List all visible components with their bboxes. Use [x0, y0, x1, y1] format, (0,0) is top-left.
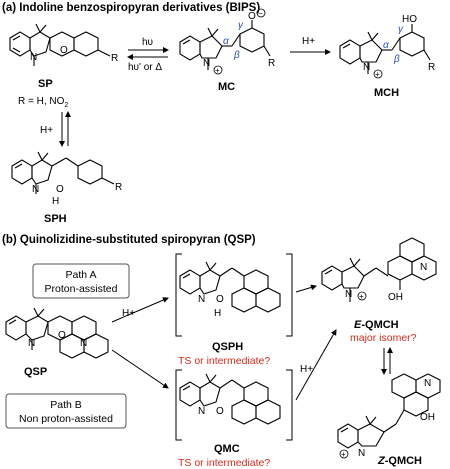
sph-atom-n: N [32, 184, 39, 195]
e-qmch-structure [321, 237, 437, 302]
mch-alpha: α [383, 40, 389, 51]
mch-atom-n: N [363, 62, 370, 73]
sp-label: SP [38, 78, 53, 90]
mc-structure [179, 20, 271, 70]
mc-alpha: α [223, 36, 229, 47]
mc-atom-n: N [203, 58, 210, 69]
qsph-atom-h: H [214, 308, 221, 319]
section-b-title: (b) Quinolizidine-substituted spiropyran… [2, 234, 256, 246]
mc-n-charge: + [215, 66, 220, 75]
z-qmch-atom-n-indoline: N [358, 448, 365, 459]
sp-atom-n: N [30, 52, 37, 63]
path-b-line2: Non proton-assisted [19, 413, 113, 425]
e-qmch-n-charge: + [359, 292, 364, 301]
z-qmch-atom-oh: OH [420, 412, 435, 423]
h-plus-sp-sph: H+ [40, 125, 53, 136]
e-qmch-major-note: major isomer? [350, 332, 417, 344]
path-b-box [5, 393, 127, 429]
qmc-bracket-right [286, 369, 293, 441]
qsph-atom-n: N [198, 294, 205, 305]
arrow-qsph-to-eqmch [295, 284, 317, 293]
h-plus-qmc-eqmch: H+ [300, 364, 313, 375]
qsph-label: QSPH [212, 341, 243, 353]
arrow-qsp-to-qsph [111, 297, 169, 323]
sp-structure [9, 23, 111, 66]
mc-atom-o-minus: O [248, 11, 256, 22]
arrow-qmc-to-eqmch [295, 329, 337, 401]
e-qmch-atom-oh: OH [388, 292, 403, 303]
r-definition: R = H, NO2 [18, 96, 68, 109]
sph-atom-h: H [52, 196, 59, 207]
e-qmch-atom-n-indoline: N [345, 289, 352, 300]
mc-n-charge-circle [213, 65, 223, 75]
mch-atom-ho: HO [402, 14, 417, 25]
e-qmch-n-charge-circle [357, 291, 367, 301]
z-qmch-n-charge: + [341, 450, 346, 459]
mch-n-charge-circle [373, 69, 383, 79]
qsph-structure [179, 261, 281, 313]
sph-label: SPH [44, 213, 67, 225]
mch-n-charge: + [375, 70, 380, 79]
hv-backward: hυ' or Δ [128, 62, 162, 73]
qsp-structure [5, 307, 109, 359]
mc-o-charge: − [258, 9, 263, 18]
e-qmch-atom-n-julolidine: N [420, 262, 427, 273]
mch-label: MCH [374, 87, 399, 99]
qmc-ts-note: TS or intermediate? [178, 457, 270, 469]
path-b-line1: Path B [50, 399, 82, 411]
mch-gamma: γ [398, 24, 404, 35]
qmc-atom-n: N [198, 406, 205, 417]
mc-beta: β [233, 50, 240, 61]
qsp-atom-n-julolidine: N [80, 338, 87, 349]
mc-gamma: γ [238, 20, 244, 31]
qsph-atom-o: O [216, 294, 224, 305]
qsph-bracket-left [175, 253, 182, 337]
h-plus-qsp-qsph: H+ [122, 308, 135, 319]
e-qmch-label: E-QMCH [354, 319, 399, 331]
qsp-label: QSP [24, 366, 47, 378]
qmc-atom-o: O [216, 406, 224, 417]
section-a-title: (a) Indoline benzospiropyran derivatives… [2, 2, 260, 14]
path-a-line1: Path A [66, 269, 97, 281]
sp-atom-o: O [60, 45, 68, 56]
sph-atom-o: O [56, 184, 64, 195]
path-a-box [32, 263, 130, 299]
mc-o-charge-circle [256, 8, 266, 18]
hv-forward: hυ [142, 37, 153, 48]
qsph-bracket-right [286, 253, 293, 337]
z-qmch-label: Z-QMCH [377, 455, 422, 467]
sph-atom-r: R [115, 182, 122, 193]
mch-beta: β [393, 54, 400, 65]
qsp-atom-o: O [58, 330, 66, 341]
sph-structure [11, 151, 115, 194]
qsph-ts-note: TS or intermediate? [178, 355, 270, 367]
path-a-line2: Proton-assisted [45, 283, 118, 295]
z-qmch-atom-n-julolidine: N [424, 378, 431, 389]
mc-label: MC [218, 81, 235, 93]
qmc-bracket-left [175, 369, 182, 441]
arrow-qsp-to-qmc [111, 349, 169, 389]
qmc-label: QMC [214, 443, 240, 455]
qmc-structure [179, 373, 281, 425]
z-qmch-n-charge-circle [339, 449, 349, 459]
z-qmch-structure [337, 373, 441, 449]
sp-atom-r: R [111, 53, 118, 64]
mch-structure [339, 24, 431, 74]
mch-atom-r: R [428, 62, 435, 73]
h-plus-mc-mch: H+ [302, 36, 315, 47]
qsp-atom-n-indoline: N [28, 338, 35, 349]
mc-atom-r: R [268, 58, 275, 69]
